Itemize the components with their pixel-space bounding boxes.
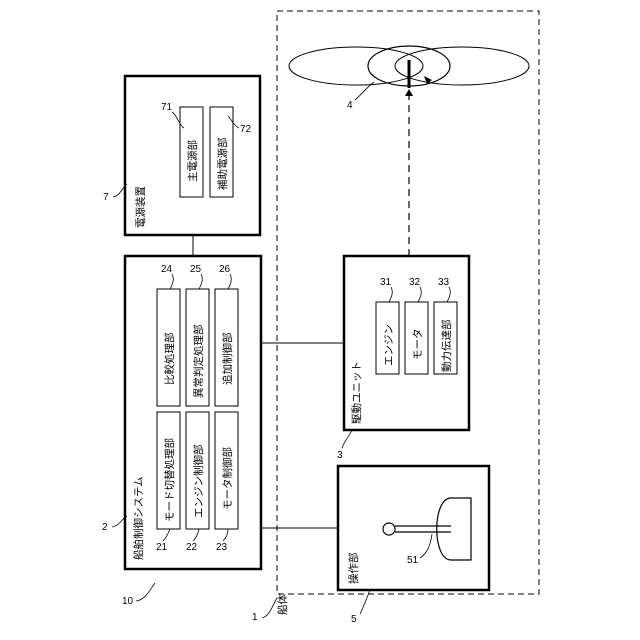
additional-control-label: 追加制御部 xyxy=(221,333,234,386)
aux-power-label: 補助電源部 xyxy=(216,138,229,191)
engine-label: エンジン xyxy=(383,324,395,366)
mode-switch-label: モード切替処理部 xyxy=(163,438,176,522)
motor-label: モータ xyxy=(412,329,424,361)
hull-ref: 1 xyxy=(252,612,258,623)
drive-unit-leader xyxy=(342,430,352,448)
propeller-blade-left xyxy=(289,47,423,85)
motor-control-ref: 23 xyxy=(216,542,228,553)
transmission-ref: 33 xyxy=(438,277,450,288)
lever-ref: 51 xyxy=(407,555,419,566)
control-system-label: 船舶制御システム xyxy=(132,476,145,560)
transmission-label: 動力伝達部 xyxy=(440,320,453,373)
engine-control-label: エンジン制御部 xyxy=(192,445,205,519)
drive-unit-label: 駆動ユニット xyxy=(350,361,363,424)
hull-label: 船体 xyxy=(276,594,289,615)
propeller xyxy=(289,46,529,88)
propeller-ref: 4 xyxy=(347,100,353,111)
motor-ref: 32 xyxy=(409,277,421,288)
power-device-ref: 7 xyxy=(103,192,109,203)
power-device-label: 電源装置 xyxy=(134,186,147,228)
compare-label: 比較処理部 xyxy=(163,333,176,386)
additional-control-ref: 26 xyxy=(219,264,231,275)
mode-switch-ref: 21 xyxy=(156,542,168,553)
operation-unit-ref: 5 xyxy=(351,614,357,625)
engine-control-ref: 22 xyxy=(186,542,198,553)
operation-unit-box xyxy=(338,466,489,590)
compare-ref: 24 xyxy=(161,264,173,275)
aux-power-ref: 72 xyxy=(240,124,252,135)
anomaly-ref: 25 xyxy=(190,264,202,275)
propeller-blade-right xyxy=(395,47,529,85)
hull-leader xyxy=(262,598,277,618)
drive-unit-ref: 3 xyxy=(337,450,343,461)
anomaly-label: 異常判定処理部 xyxy=(192,325,205,399)
overall-leader xyxy=(136,583,155,601)
main-power-label: 主電源部 xyxy=(186,140,199,182)
motor-control-label: モータ制御部 xyxy=(221,447,234,510)
engine-ref: 31 xyxy=(380,277,392,288)
overall-ref: 10 xyxy=(122,596,134,607)
operation-unit-label: 操作部 xyxy=(347,553,360,585)
main-power-ref: 71 xyxy=(161,102,173,113)
control-system-ref: 2 xyxy=(102,522,108,533)
